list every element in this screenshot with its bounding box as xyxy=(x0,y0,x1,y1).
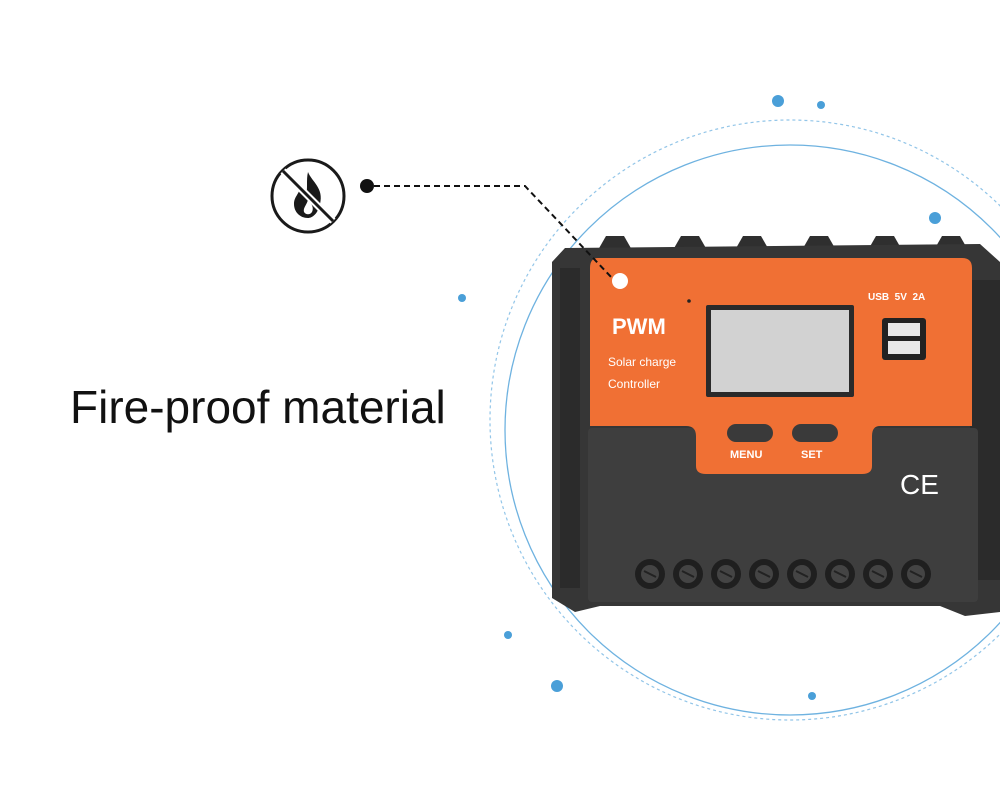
ring-dot xyxy=(458,294,466,302)
menu-button-label: MENU xyxy=(730,449,762,461)
ce-mark: CE xyxy=(900,469,939,500)
terminal-row xyxy=(635,559,931,589)
callout-line xyxy=(374,185,613,279)
usb-port xyxy=(888,323,920,336)
ring-dot xyxy=(551,680,563,692)
usb-port xyxy=(888,341,920,354)
inner-ring xyxy=(504,144,1000,716)
ring-dot xyxy=(929,212,941,224)
set-button xyxy=(792,424,838,442)
indicator-light xyxy=(612,273,628,289)
product-line-2: Controller xyxy=(608,377,660,391)
lcd-screen xyxy=(711,310,849,392)
no-fire-icon xyxy=(270,158,346,234)
callout-dot xyxy=(360,179,374,193)
indicator-light xyxy=(687,299,691,303)
usb-label: USB 5V 2A xyxy=(868,292,925,303)
callout-leader xyxy=(360,179,613,279)
set-button-label: SET xyxy=(801,449,823,461)
menu-button xyxy=(727,424,773,442)
ring-dot xyxy=(817,101,825,109)
headline: Fire-proof material xyxy=(70,381,446,433)
charge-controller: PWM Solar charge Controller USB 5V 2A ME… xyxy=(552,236,1000,616)
ring-dot xyxy=(504,631,512,639)
lower-panel xyxy=(588,428,978,602)
product-line-1: Solar charge xyxy=(608,355,676,369)
outer-ring xyxy=(489,119,1000,721)
decorative-rings xyxy=(458,95,1000,721)
ring-dot xyxy=(808,692,816,700)
brand-label: PWM xyxy=(612,314,666,339)
ring-dot xyxy=(772,95,784,107)
